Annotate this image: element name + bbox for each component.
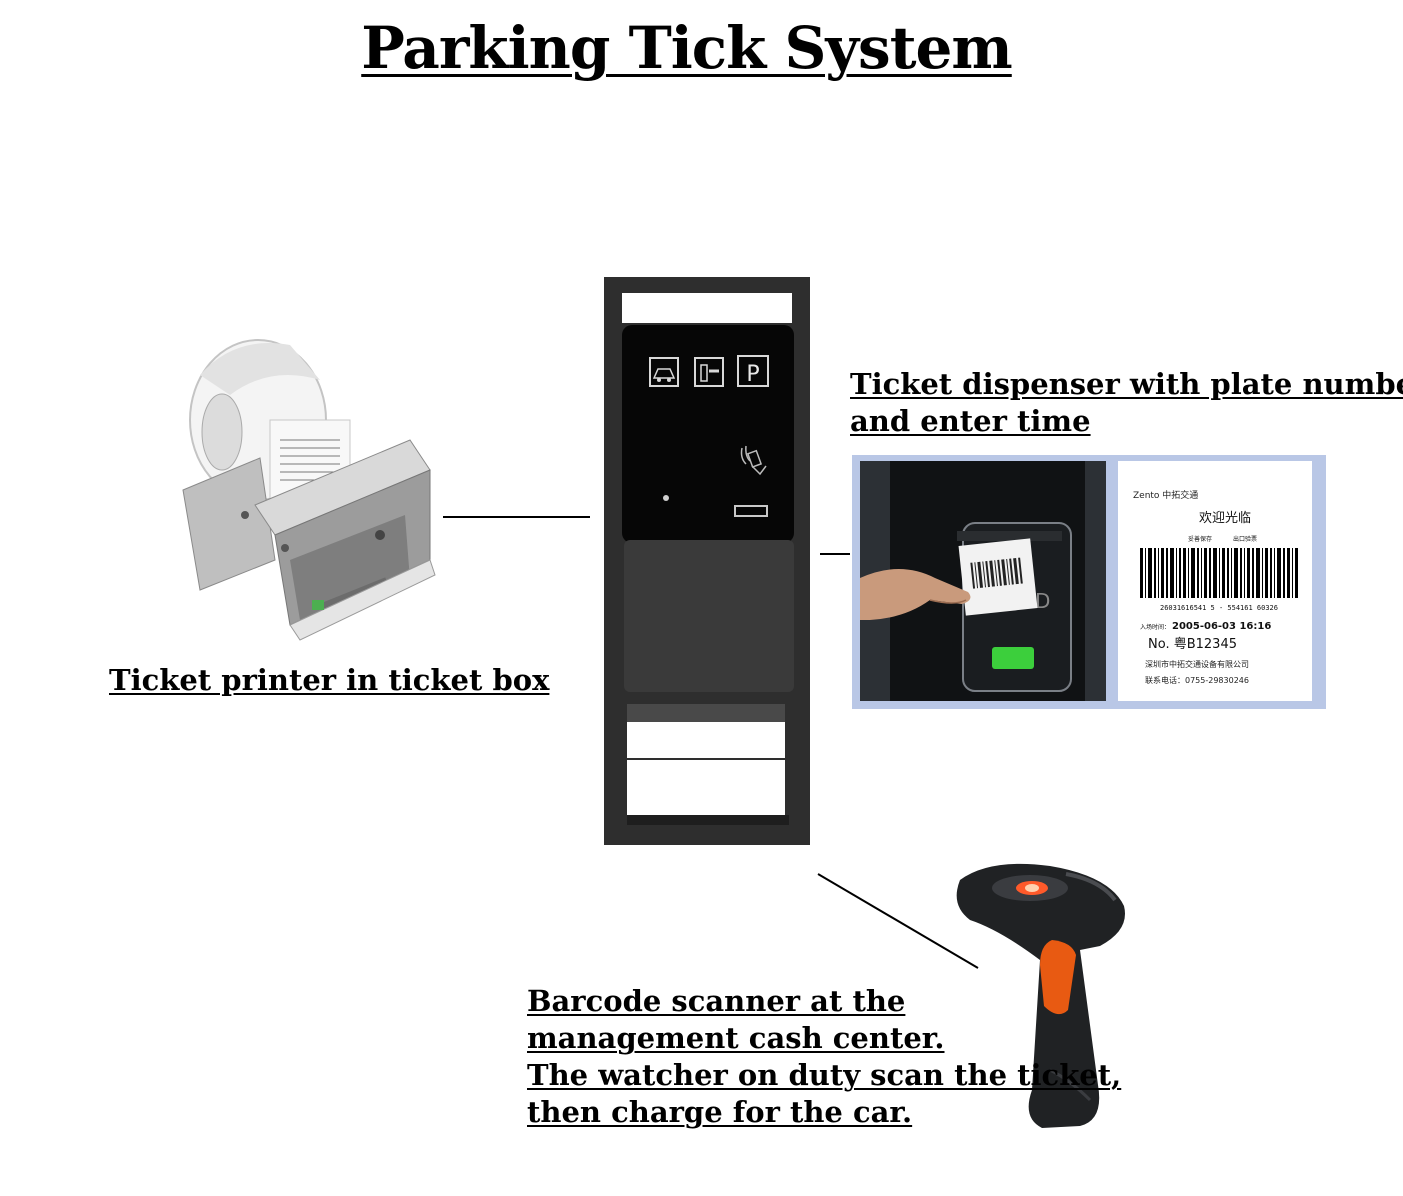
- car-icon: [649, 357, 679, 387]
- ticket-time-value: 2005-06-03 16:16: [1172, 621, 1271, 632]
- ticket-phone: 联系电话：0755-29830246: [1145, 675, 1249, 685]
- ticket-brand: Zento 中拓交通: [1133, 489, 1198, 501]
- scanner-label-line-2: management cash center.: [527, 1021, 945, 1055]
- ticket-barcode: [1140, 548, 1298, 598]
- ticket-plate: No. 粤B12345: [1148, 636, 1237, 652]
- parking-icon: P: [737, 355, 769, 387]
- scanner-label-line-1: Barcode scanner at the: [527, 984, 906, 1018]
- ticket-time-label: 入场时间：: [1140, 623, 1170, 631]
- scanner-label-line-4: then charge for the car.: [527, 1095, 913, 1129]
- connector-scanner: [817, 873, 979, 969]
- parking-symbol: P: [746, 362, 759, 387]
- barcode-scanner-image: [956, 863, 1125, 1128]
- ticket-dispenser-kiosk: P: [604, 277, 810, 845]
- ticket-printer-image: [182, 339, 436, 641]
- barcode-icon: [968, 557, 1027, 589]
- printed-ticket: Zento 中拓交通 欢迎光临 妥善保存 出口验票 26031616541 5 …: [1118, 461, 1312, 701]
- svg-text:D: D: [1035, 589, 1050, 613]
- green-button: [992, 647, 1034, 669]
- dispenser-label: Ticket dispenser with plate number and e…: [850, 366, 1403, 440]
- ticket-welcome: 欢迎光临: [1199, 511, 1251, 526]
- scanner-label-line-3: The watcher on duty scan the ticket,: [527, 1058, 1122, 1092]
- indicator-light: [663, 495, 669, 501]
- ticket-slot: [734, 505, 768, 517]
- dispenser-label-line-1: Ticket dispenser with plate number: [850, 367, 1403, 401]
- ticket-company: 深圳市中拓交通设备有限公司: [1145, 659, 1249, 669]
- rfid-hand-icon: [740, 445, 767, 476]
- printer-label: Ticket printer in ticket box: [109, 663, 550, 697]
- ticket-keep-note: 妥善保存: [1188, 535, 1212, 543]
- ticket-exit-note: 出口验票: [1233, 535, 1257, 543]
- page-title: Parking Tick System: [361, 14, 1013, 82]
- scanner-label: Barcode scanner at the management cash c…: [527, 983, 1121, 1131]
- ticket-barcode-number: 26031616541 5 - 554161 60326: [1160, 604, 1278, 612]
- dispenser-label-line-2: and enter time: [850, 404, 1091, 438]
- card-slot-icon: [694, 357, 724, 387]
